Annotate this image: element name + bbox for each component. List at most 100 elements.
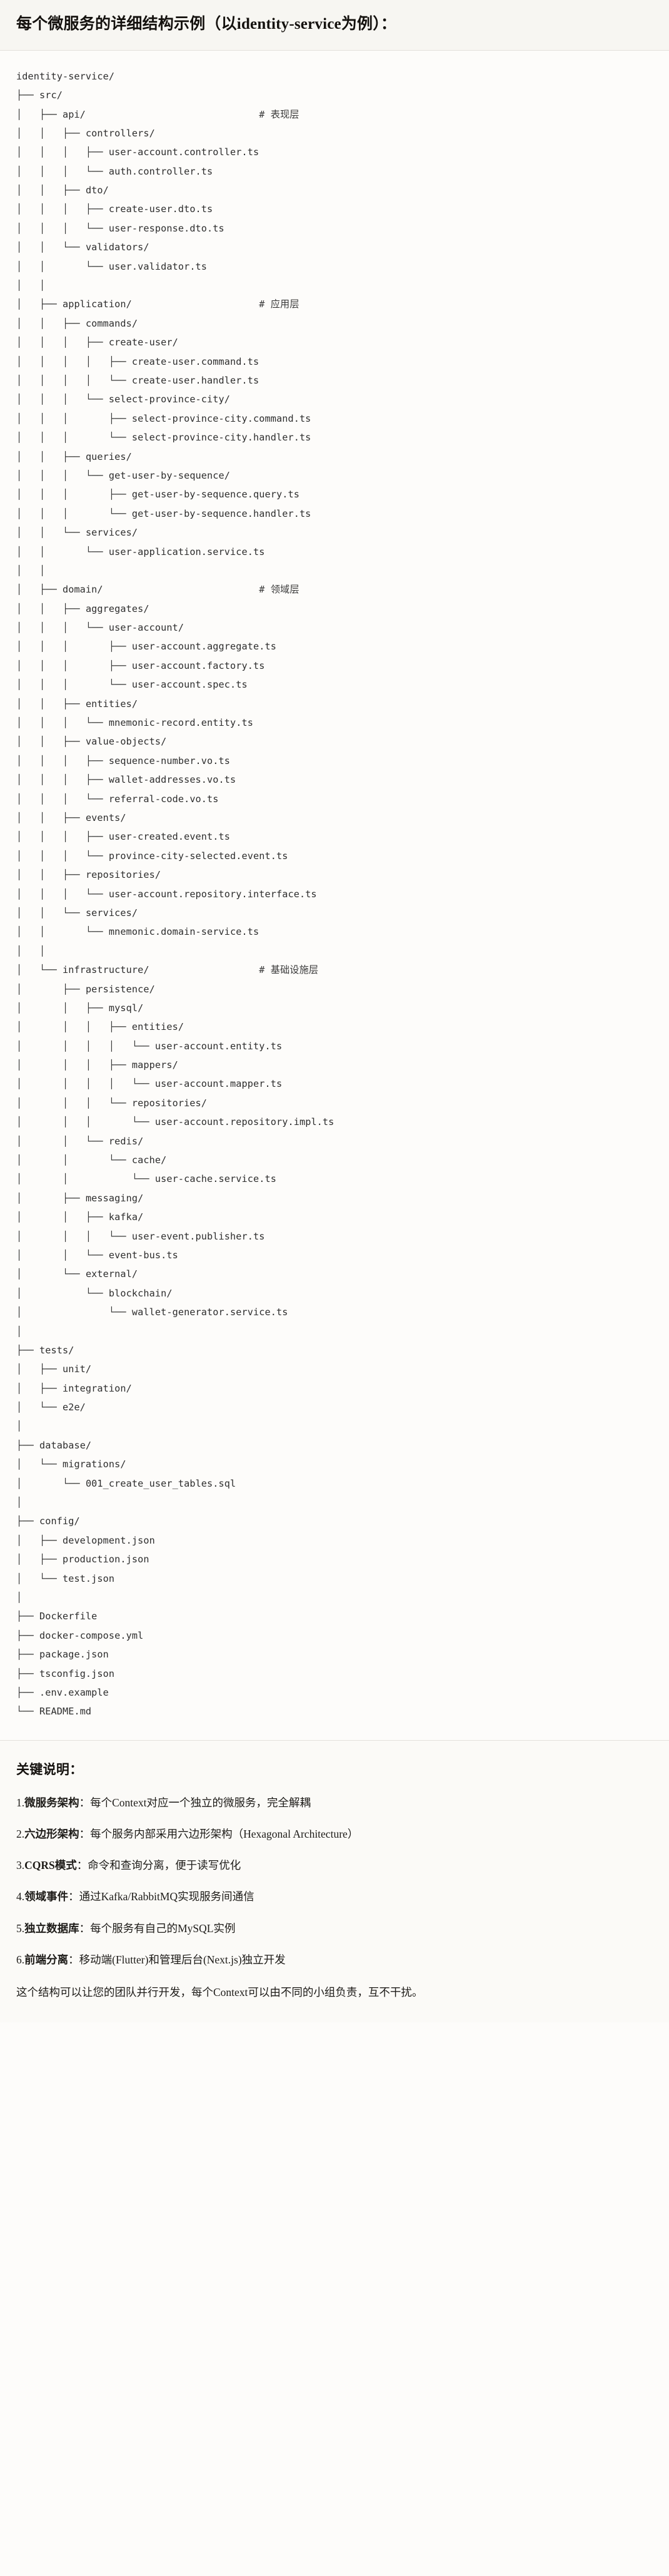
tree-layer-comment: # 领域层	[259, 584, 299, 596]
tree-row: │ └── blockchain/	[16, 1284, 653, 1303]
tree-branch-glyph: │ │ │ │ ├──	[16, 355, 132, 367]
key-note-index: 4.	[16, 1890, 25, 1903]
directory-tree-block: identity-service/ ├── src/│ ├── api/ # 表现…	[0, 50, 669, 1740]
tree-folder-name: select-province-city/	[108, 394, 231, 405]
tree-row: └── README.md	[16, 1702, 653, 1721]
tree-row: │ │ └── services/	[16, 904, 653, 922]
tree-branch-glyph: │ │ │ ├──	[16, 641, 132, 653]
tree-folder-name: commands/	[85, 317, 138, 329]
tree-branch-glyph: │ ├──	[16, 983, 86, 995]
tree-branch-glyph: │ │ │ └──	[16, 469, 109, 481]
tree-folder-name: blockchain/	[108, 1287, 173, 1299]
tree-comment-spacer	[149, 964, 259, 975]
key-note-term: 六边形架构	[24, 1827, 79, 1840]
tree-file-name: province-city-selected.event.ts	[108, 850, 288, 862]
tree-row: │ │ │ └── user-account/	[16, 618, 653, 637]
tree-row: │ ├── development.json	[16, 1531, 653, 1550]
tree-row: │ │ │ ├── select-province-city.command.t…	[16, 409, 653, 428]
tree-branch-glyph: │ │ ├──	[16, 698, 86, 710]
tree-row: │ │ └── user-application.service.ts	[16, 542, 653, 561]
tree-row: │ │ └── user.validator.ts	[16, 257, 653, 276]
tree-file-name: user-account.entity.ts	[154, 1040, 283, 1052]
tree-file-name: user-account.aggregate.ts	[131, 641, 276, 653]
tree-folder-name: cache/	[131, 1154, 167, 1166]
tree-folder-name: services/	[85, 527, 138, 539]
key-note-term: 前端分离	[24, 1953, 69, 1966]
tree-row: │ ├── api/ # 表现层	[16, 105, 653, 124]
tree-file-name: wallet-generator.service.ts	[131, 1306, 288, 1318]
key-note-body: ：每个Context对应一个独立的微服务，完全解耦	[79, 1796, 311, 1809]
tree-row: │ │ │ │ ├── create-user.command.ts	[16, 352, 653, 371]
tree-row: │ │ │ ├── get-user-by-sequence.query.ts	[16, 485, 653, 504]
tree-row: │ │	[16, 276, 653, 295]
tree-folder-name: identity-service/	[16, 70, 115, 82]
tree-file-name: create-user.handler.ts	[131, 375, 259, 386]
tree-file-name: create-user.dto.ts	[108, 203, 213, 215]
tree-file-name: user-response.dto.ts	[108, 222, 224, 234]
tree-file-name: user-account.controller.ts	[108, 146, 259, 158]
tree-branch-glyph: │ │ │ ├──	[16, 489, 132, 501]
tree-row: │ │ └── user-cache.service.ts	[16, 1169, 653, 1188]
tree-branch-glyph: │ │ │ └──	[16, 850, 109, 862]
tree-row: │ │ │ └── referral-code.vo.ts	[16, 790, 653, 808]
tree-folder-name: e2e/	[62, 1402, 86, 1413]
directory-tree: identity-service/ ├── src/│ ├── api/ # 表现…	[16, 67, 653, 1721]
tree-file-name: get-user-by-sequence.query.ts	[131, 489, 299, 501]
tree-folder-name: mysql/	[108, 1002, 144, 1014]
tree-row: │ ├── persistence/	[16, 980, 653, 999]
key-note-index: 6.	[16, 1953, 25, 1966]
tree-row: │ │ │ ├── create-user/	[16, 333, 653, 352]
tree-row: │ │ │ └── mnemonic-record.entity.ts	[16, 713, 653, 732]
tree-row: │ └── e2e/	[16, 1398, 653, 1417]
tree-branch-glyph: │ │ └──	[16, 1249, 109, 1261]
tree-row: │ │ │ └── get-user-by-sequence/	[16, 466, 653, 485]
tree-row: │	[16, 1417, 653, 1435]
tree-branch-glyph: │ │ ├──	[16, 1211, 109, 1223]
key-note-item: 2.六边形架构：每个服务内部采用六边形架构（Hexagonal Architec…	[16, 1826, 653, 1842]
tree-file-name: user-account.factory.ts	[131, 659, 265, 671]
tree-branch-glyph: │ │ │ ├──	[16, 831, 109, 843]
tree-folder-name: value-objects/	[85, 736, 167, 748]
tree-row: │ │ ├── entities/	[16, 695, 653, 713]
tree-row: │ │ └── mnemonic.domain-service.ts	[16, 922, 653, 941]
tree-branch-glyph: │ ├──	[16, 1382, 63, 1394]
tree-row: │ │ │ ├── user-account.factory.ts	[16, 656, 653, 675]
key-note-index: 5.	[16, 1922, 25, 1935]
tree-file-name: 001_create_user_tables.sql	[85, 1477, 236, 1489]
tree-branch-glyph: │ │	[16, 564, 46, 576]
tree-branch-glyph: ├──	[16, 1344, 39, 1356]
tree-file-name: select-province-city.command.ts	[131, 412, 311, 424]
tree-branch-glyph: │ │ └──	[16, 260, 109, 272]
tree-branch-glyph: │	[16, 1592, 23, 1603]
tree-branch-glyph: │ └──	[16, 964, 63, 976]
tree-branch-glyph: │ ├──	[16, 1534, 63, 1546]
tree-row: ├── src/	[16, 86, 653, 104]
tree-folder-name: redis/	[108, 1135, 144, 1147]
tree-folder-name: dto/	[85, 185, 109, 196]
tree-folder-name: integration/	[62, 1382, 132, 1394]
tree-row: │ │ │ │ └── create-user.handler.ts	[16, 371, 653, 390]
page-title: 每个微服务的详细结构示例（以identity-service为例）：	[16, 16, 397, 33]
tree-branch-glyph: │ │ ├──	[16, 869, 86, 881]
tree-row: │ │ │ └── user-response.dto.ts	[16, 219, 653, 238]
tree-branch-glyph: │ │ │ ├──	[16, 659, 132, 671]
tree-branch-glyph: │ ├──	[16, 1363, 63, 1375]
tree-branch-glyph: └──	[16, 1706, 39, 1718]
tree-row: │ │ │ └── user-account.repository.impl.t…	[16, 1112, 653, 1131]
tree-branch-glyph: │	[16, 1420, 23, 1432]
tree-row: │ └── external/	[16, 1265, 653, 1283]
tree-branch-glyph: │ │ └──	[16, 242, 86, 253]
tree-folder-name: mappers/	[131, 1059, 178, 1071]
tree-file-name: development.json	[62, 1534, 155, 1546]
tree-branch-glyph: │ ├──	[16, 298, 63, 310]
tree-row: │ │ ├── value-objects/	[16, 732, 653, 751]
tree-branch-glyph: │ │ │ ├──	[16, 412, 132, 424]
tree-row: │ │ │ ├── user-created.event.ts	[16, 827, 653, 846]
tree-file-name: tsconfig.json	[39, 1667, 115, 1679]
tree-branch-glyph: │ └──	[16, 1268, 86, 1280]
tree-branch-glyph: │ │ ├──	[16, 736, 86, 748]
tree-row: │ │ └── redis/	[16, 1132, 653, 1151]
document-header: 每个微服务的详细结构示例（以identity-service为例）：	[0, 0, 669, 51]
tree-branch-glyph: │ │ ├──	[16, 1002, 109, 1014]
